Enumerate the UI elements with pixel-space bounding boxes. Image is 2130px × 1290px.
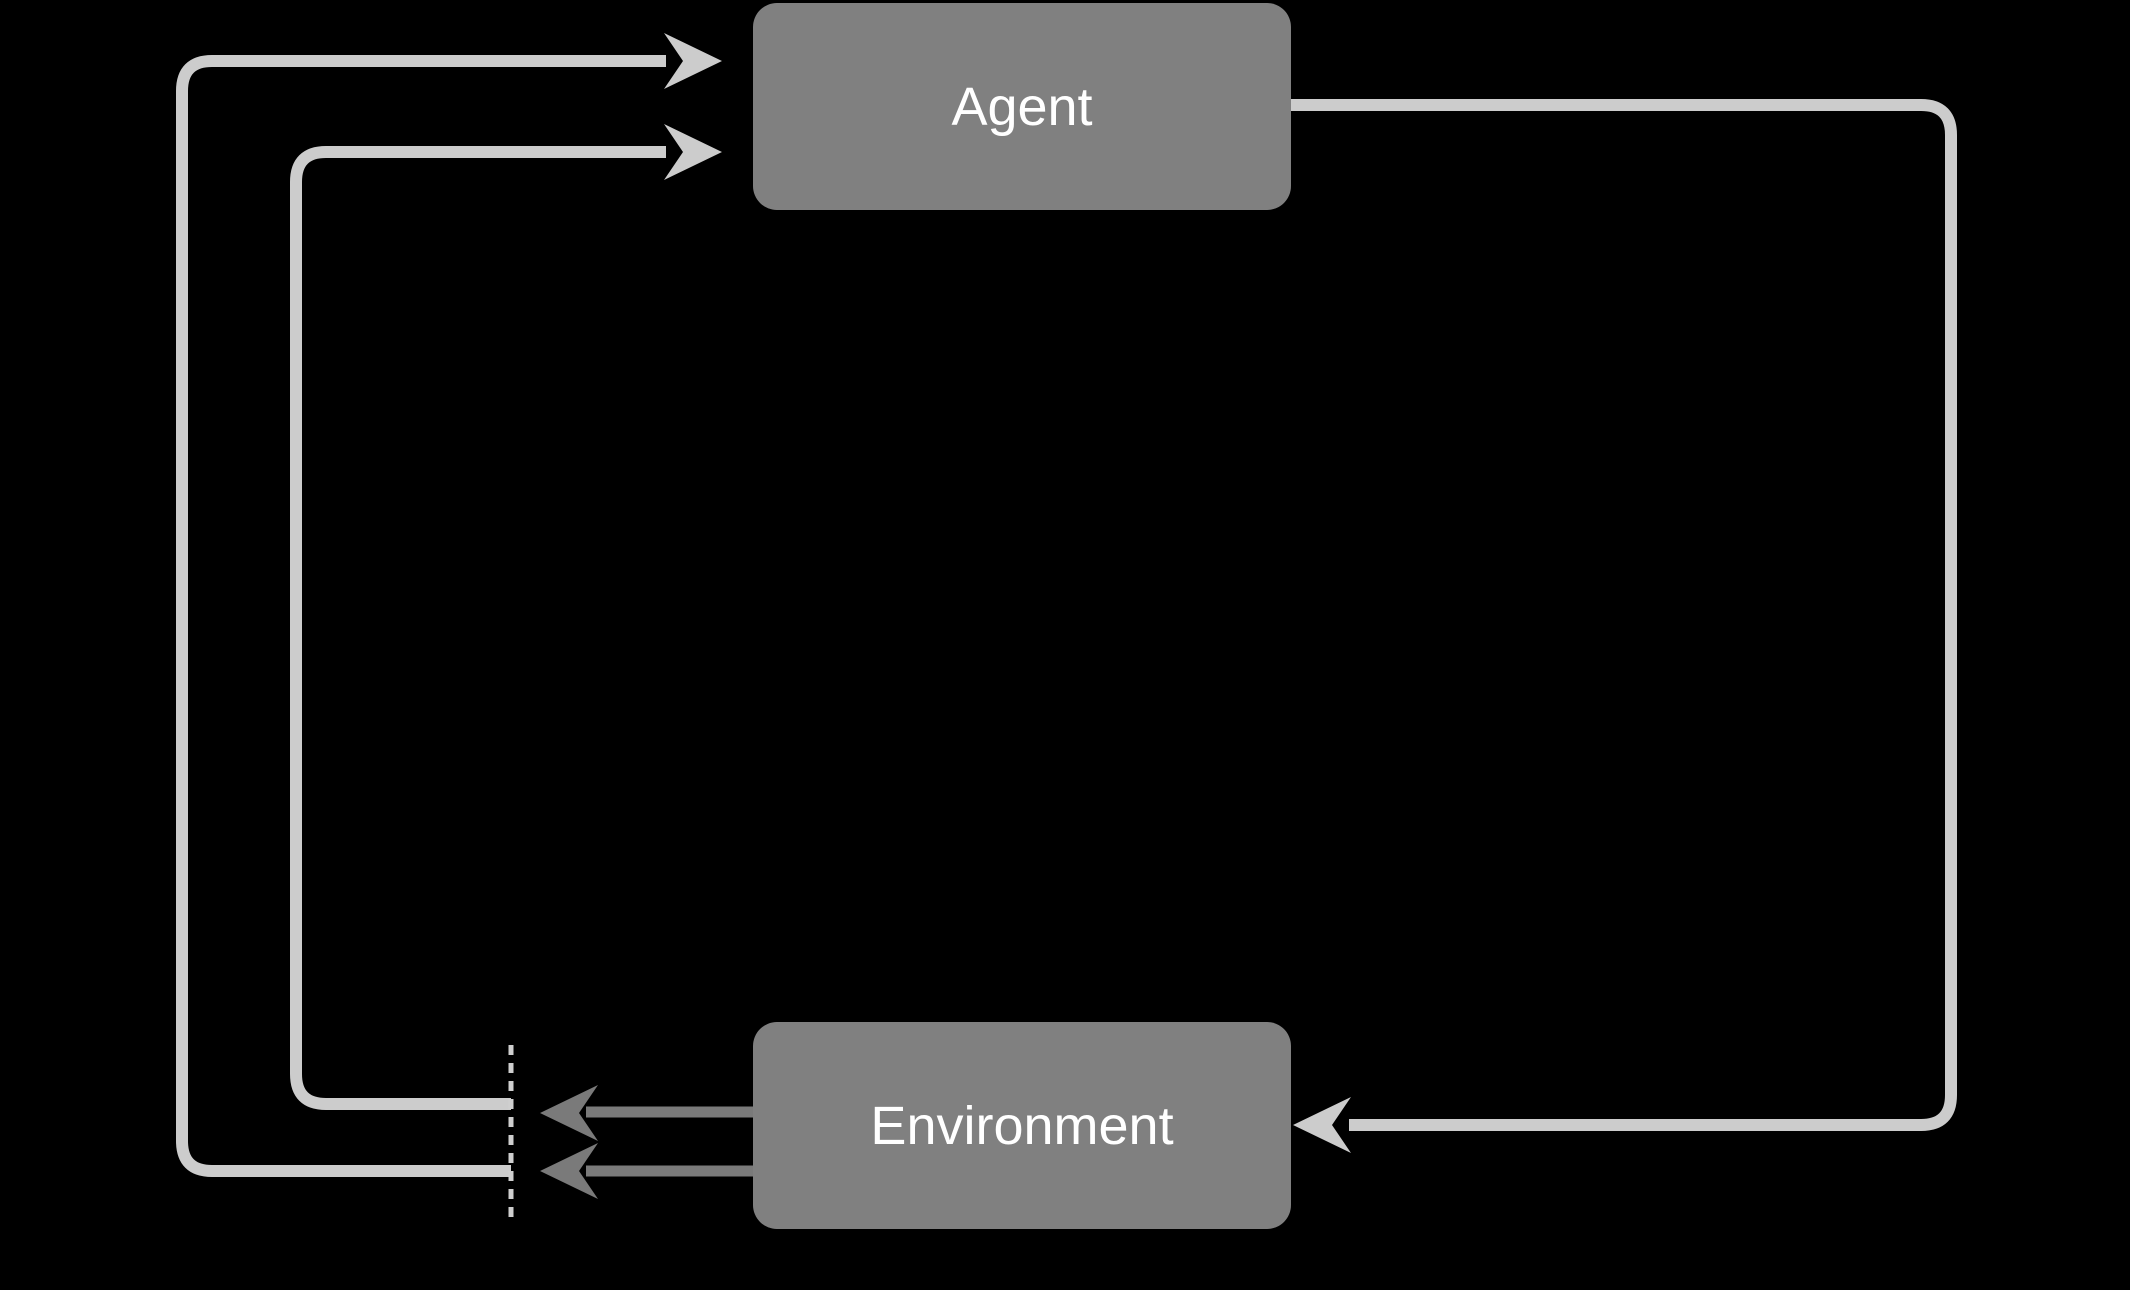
agent-to-environment-path bbox=[1291, 99, 1957, 1131]
outer-loop-arrow bbox=[176, 33, 722, 1177]
agent-box bbox=[753, 3, 1291, 210]
agent-to-environment-arrow bbox=[1291, 99, 1957, 1153]
environment-output-arrow-bottom bbox=[540, 1143, 753, 1199]
environment-output-top-arrowhead-icon bbox=[540, 1085, 598, 1141]
agent-to-environment-arrowhead-icon bbox=[1293, 1097, 1351, 1153]
outer-loop-path bbox=[176, 55, 666, 1177]
environment-label: Environment bbox=[870, 1096, 1173, 1156]
outer-loop-arrowhead-icon bbox=[664, 33, 722, 89]
environment-box bbox=[753, 1022, 1291, 1229]
inner-loop-arrowhead-icon bbox=[664, 124, 722, 180]
inner-loop-arrow bbox=[290, 124, 722, 1110]
environment-output-arrow-top bbox=[540, 1085, 753, 1141]
agent-node: Agent bbox=[753, 3, 1291, 210]
environment-output-bottom-arrowhead-icon bbox=[540, 1143, 598, 1199]
environment-node: Environment bbox=[753, 1022, 1291, 1229]
agent-label: Agent bbox=[951, 77, 1092, 137]
inner-loop-path bbox=[290, 146, 666, 1110]
